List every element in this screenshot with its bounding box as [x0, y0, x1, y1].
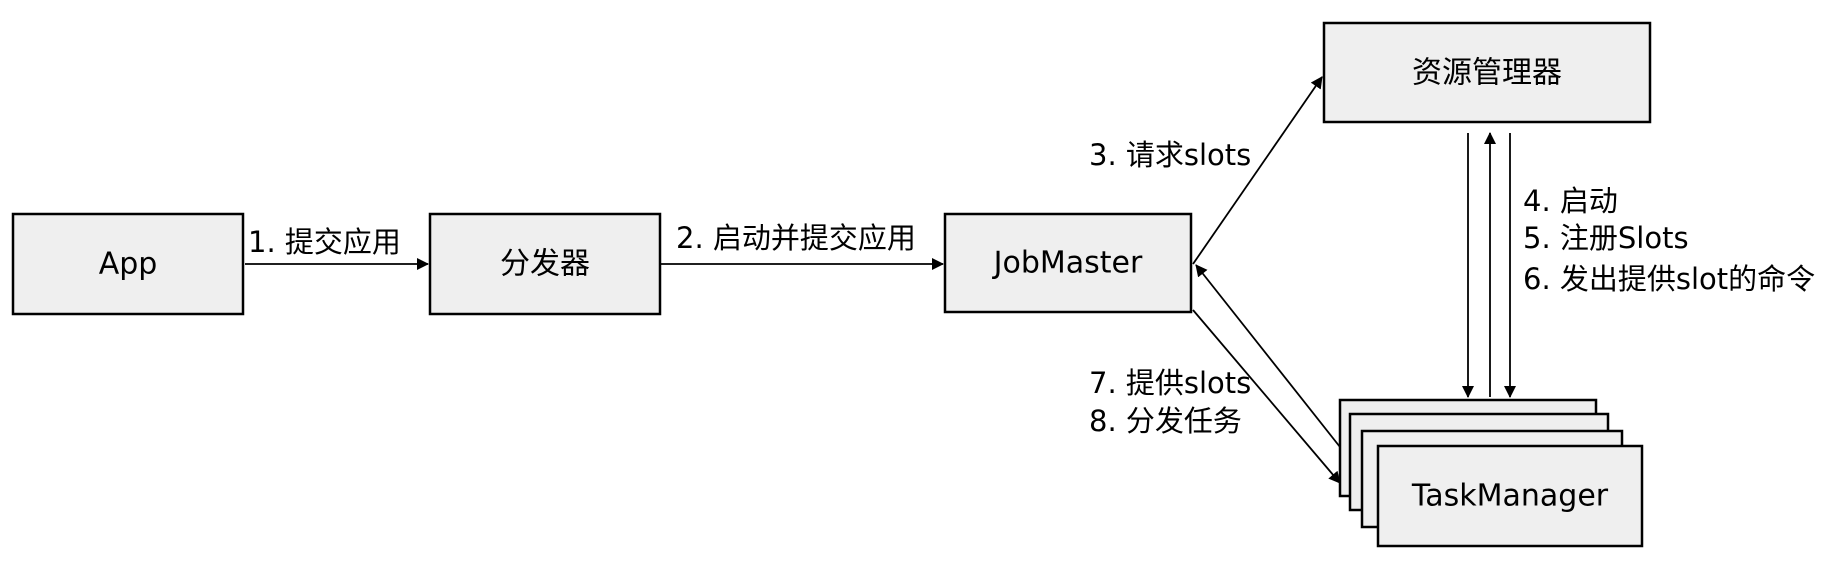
request-slots-label: 3. 请求slots	[1089, 138, 1251, 172]
edge-jobmaster-to-resource-manager	[1192, 76, 1323, 265]
jm-tm-label-2: 8. 分发任务	[1089, 404, 1242, 438]
app-node	[11, 212, 245, 316]
edge-jobmaster-to-tm	[1192, 309, 1341, 484]
taskmanager-node	[1376, 444, 1644, 548]
app-label: App	[99, 247, 158, 282]
submit-app-label: 1. 提交应用	[248, 225, 401, 259]
rm-tm-label-3: 6. 发出提供slot的命令	[1523, 262, 1815, 296]
rm-tm-label-1: 4. 启动	[1523, 184, 1618, 218]
resource-manager-label: 资源管理器	[1412, 56, 1562, 91]
jm-tm-label-1: 7. 提供slots	[1089, 366, 1251, 400]
resource-manager-node	[1322, 21, 1652, 124]
jobmaster-label: JobMaster	[992, 246, 1143, 281]
dispatcher-node	[428, 212, 662, 316]
taskmanager-stack: TaskManager	[1338, 398, 1644, 548]
start-submit-label: 2. 启动并提交应用	[676, 221, 916, 255]
jobmaster-node	[943, 212, 1193, 314]
edge-tm-to-jobmaster	[1195, 264, 1341, 448]
taskmanager-label: TaskManager	[1411, 479, 1609, 514]
dispatcher-label: 分发器	[500, 247, 590, 282]
rm-tm-label-2: 5. 注册Slots	[1523, 221, 1689, 255]
